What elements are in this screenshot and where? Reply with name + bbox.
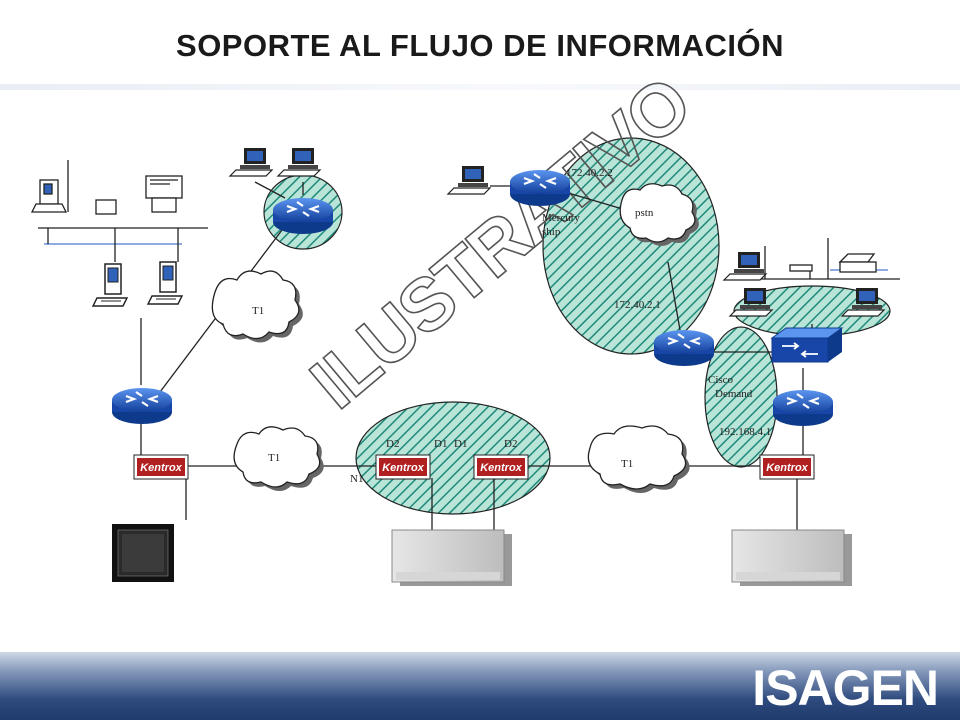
svg-text:Kentrox: Kentrox bbox=[382, 462, 424, 474]
pc-left-2 bbox=[147, 261, 183, 305]
label-d2-right: D2 bbox=[504, 438, 517, 450]
label-ip-172-40-2-1: 172.40.2.1 bbox=[614, 299, 661, 311]
label-ip-172-40-2-2: 172.40.2.2 bbox=[566, 167, 613, 179]
label-d2-left: D2 bbox=[386, 438, 399, 450]
label-t1-bottom-left: T1 bbox=[268, 452, 280, 464]
pc-top-1 bbox=[229, 147, 273, 177]
pc-right-top bbox=[723, 251, 767, 281]
cloud-t1-top bbox=[211, 270, 303, 343]
server-center bbox=[391, 529, 512, 586]
label-cisco: Cisco bbox=[708, 374, 734, 386]
switch-icon bbox=[770, 327, 844, 363]
footer-band bbox=[0, 652, 960, 720]
label-pstn: pstn bbox=[635, 207, 654, 219]
label-mercury: Mercury bbox=[542, 212, 580, 224]
pc-top-2 bbox=[277, 147, 321, 177]
cloud-t1-bottom-right bbox=[587, 425, 690, 493]
region-center bbox=[355, 401, 551, 515]
label-n1: N1 bbox=[350, 473, 363, 485]
title-divider bbox=[0, 84, 960, 90]
router-172-40-2-1 bbox=[652, 328, 716, 368]
page-title: SOPORTE AL FLUJO DE INFORMACIÓN bbox=[176, 28, 784, 63]
label-d1-right: D1 bbox=[454, 438, 467, 450]
svg-text:Kentrox: Kentrox bbox=[766, 462, 808, 474]
kentrox-center-left: Kentrox bbox=[375, 454, 431, 480]
cloud-t1-bottom-left bbox=[233, 426, 324, 491]
router-left bbox=[110, 386, 174, 426]
label-demand: Demand bbox=[715, 388, 753, 400]
mainframe-left bbox=[112, 524, 174, 582]
network-diagram: ILUSTRATIVO bbox=[30, 60, 900, 586]
router-mercury bbox=[508, 168, 572, 208]
pc-left-1 bbox=[92, 263, 128, 307]
label-ip-192-168-4-1: 192.168.4.1 bbox=[719, 426, 771, 438]
server-right bbox=[731, 529, 852, 586]
router-right bbox=[771, 388, 835, 428]
kentrox-right: Kentrox bbox=[759, 454, 815, 480]
svg-text:Kentrox: Kentrox bbox=[480, 462, 522, 474]
isagen-logo: ISAGEN bbox=[752, 660, 939, 716]
cloud-pstn bbox=[619, 183, 699, 246]
router-top-left bbox=[271, 196, 335, 236]
label-d1-left: D1 bbox=[434, 438, 447, 450]
kentrox-left: Kentrox bbox=[133, 454, 189, 480]
label-ship: ship bbox=[542, 226, 561, 238]
printer-icon bbox=[789, 253, 877, 273]
pc-mercury bbox=[447, 165, 491, 195]
pc-right-lan-1 bbox=[729, 287, 773, 317]
label-t1-bottom-right: T1 bbox=[621, 458, 633, 470]
label-t1-top-cloud: T1 bbox=[252, 305, 264, 317]
kentrox-center-right: Kentrox bbox=[473, 454, 529, 480]
svg-text:Kentrox: Kentrox bbox=[140, 462, 182, 474]
workstation-left-top bbox=[30, 175, 183, 215]
